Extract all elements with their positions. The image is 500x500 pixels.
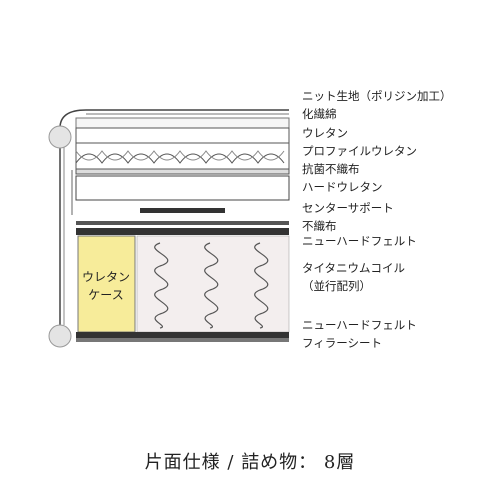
label-antibacterial-nonwoven: 抗菌不織布 — [302, 162, 360, 176]
profile-urethane-wave-lower — [75, 150, 285, 161]
urethane-case-line2: ケース — [88, 288, 123, 302]
edge-roll-bottom — [48, 324, 72, 348]
label-new-hard-felt-bottom: ニューハードフェルト — [302, 318, 417, 332]
label-new-hard-felt-top: ニューハードフェルト — [302, 234, 417, 248]
edge-roll-top — [48, 125, 72, 149]
nonwoven-layer — [76, 221, 289, 225]
label-hard-urethane: ハードウレタン — [302, 180, 383, 194]
profile-urethane-layer — [75, 142, 290, 170]
antibacterial-nonwoven-layer — [75, 168, 290, 175]
hard-urethane-layer — [75, 175, 290, 201]
spec-caption: 片面仕様 / 詰め物： 8層 — [144, 452, 356, 473]
label-center-support: センターサポート — [302, 201, 394, 215]
coil-area — [136, 235, 290, 333]
mattress-outline — [59, 109, 289, 129]
coil-3 — [254, 242, 269, 329]
synthetic-cotton-layer — [75, 117, 290, 129]
label-titanium-coil: タイタニウムコイル — [302, 261, 406, 275]
new-hard-felt-bottom — [76, 332, 289, 338]
urethane-case-line1: ウレタン — [82, 270, 130, 284]
profile-urethane-wave — [75, 153, 285, 164]
coil-2 — [204, 242, 219, 329]
label-urethane: ウレタン — [302, 126, 348, 140]
titanium-coils — [154, 242, 269, 329]
label-filler-sheet: フィラーシート — [302, 336, 383, 350]
urethane-layer — [75, 127, 290, 144]
filler-sheet — [76, 338, 289, 342]
urethane-case — [77, 235, 136, 333]
center-support — [140, 208, 225, 213]
label-nonwoven: 不織布 — [302, 219, 337, 233]
label-synthetic-cotton: 化繊綿 — [302, 107, 337, 121]
label-profile-urethane: プロファイルウレタン — [302, 144, 417, 158]
coil-1 — [154, 242, 169, 329]
label-knit-fabric: ニット生地（ポリジン加工） — [302, 89, 452, 103]
new-hard-felt-top — [76, 228, 289, 235]
label-parallel-arrangement: （並行配列） — [302, 279, 371, 293]
